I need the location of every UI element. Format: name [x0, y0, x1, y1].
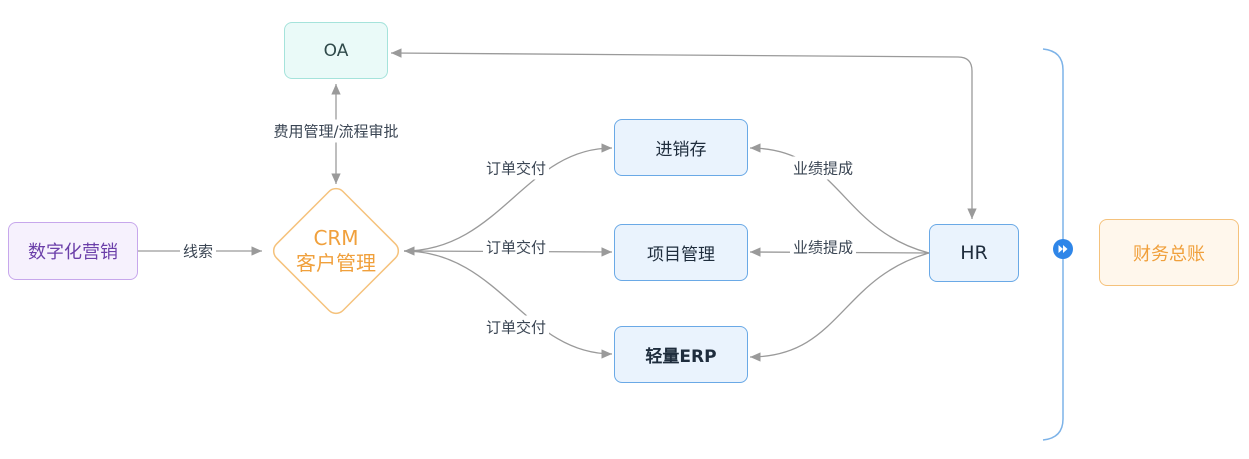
oa-node-label: OA: [323, 40, 349, 61]
arrow-oa-hr: [390, 48, 977, 219]
inventory-node[interactable]: 进销存: [614, 119, 748, 176]
finance-node[interactable]: 财务总账: [1099, 219, 1239, 286]
hr-node[interactable]: HR: [929, 224, 1019, 282]
commission-label-1: 业绩提成: [789, 156, 857, 180]
inventory-node-label: 进销存: [655, 140, 707, 160]
digital-marketing-node[interactable]: 数字化营销: [8, 222, 138, 280]
crm-node-subtitle: 客户管理: [296, 251, 376, 275]
order-delivery-label-1: 订单交付: [482, 156, 550, 180]
project-node-label: 项目管理: [647, 245, 715, 265]
arrow-hr-to-erp: [749, 252, 930, 362]
crm-diamond-shape: [272, 187, 400, 315]
order-delivery-label-3: 订单交付: [482, 315, 550, 339]
order-delivery-label-2: 订单交付: [482, 235, 550, 259]
crm-node[interactable]: CRM 客户管理: [271, 226, 401, 276]
arrow-crm-to-erp: [403, 250, 613, 359]
finance-node-label: 财务总账: [1133, 243, 1205, 265]
approval-label: 费用管理/流程审批: [270, 119, 402, 143]
light-erp-node-label: 轻量ERP: [645, 347, 717, 367]
crm-node-title: CRM: [313, 226, 359, 250]
digital-marketing-node-label: 数字化营销: [28, 242, 118, 263]
leads-label: 线索: [179, 239, 217, 263]
light-erp-node[interactable]: 轻量ERP: [614, 326, 748, 383]
commission-label-2: 业绩提成: [789, 235, 857, 259]
fast-forward-icon[interactable]: [1053, 239, 1073, 259]
oa-node[interactable]: OA: [284, 22, 388, 79]
project-node[interactable]: 项目管理: [614, 224, 748, 281]
hr-node-label: HR: [960, 242, 988, 264]
